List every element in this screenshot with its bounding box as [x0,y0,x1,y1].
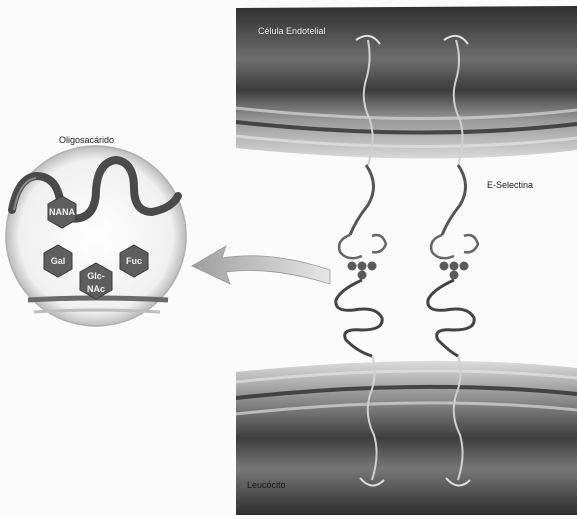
sugar-glcnac-label-line1: Glc- [87,271,105,281]
leukocyte-label: Leucócito [247,481,286,490]
endothelial-cell-label: Célula Endotelial [258,27,326,36]
oligosaccharide-label: Oligosacárido [59,136,114,145]
sugar-nana-label: NANA [49,207,75,217]
sugar-gal-label: Gal [51,256,66,266]
oligosaccharide-zoom-circle: NANA Gal Fuc Glc- NAc [6,146,186,326]
e-selectin-label: E-Selectina [487,181,533,190]
leukocyte-membrane [236,355,577,515]
e-selectin-molecule-left [336,165,386,356]
e-selectin-molecule-right [428,165,478,356]
sugar-fuc-label: Fuc [126,256,142,266]
zoom-arrow [192,246,330,284]
sugar-glcnac-label-line2: NAc [87,284,105,294]
